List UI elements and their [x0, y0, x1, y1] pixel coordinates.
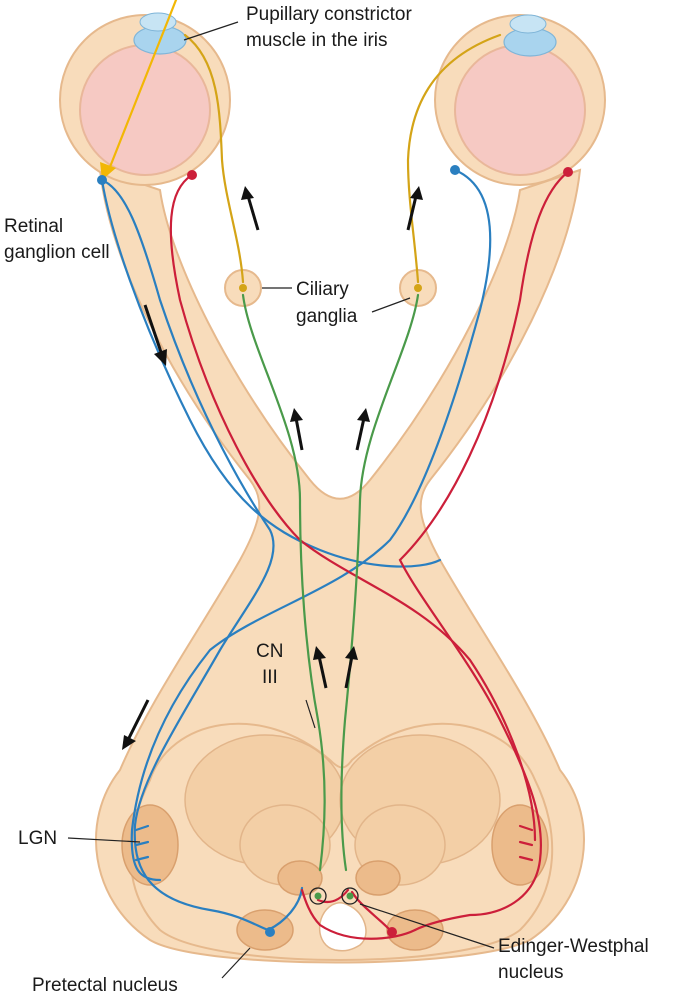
- left-eye-globe: [79, 44, 211, 176]
- ew-soma-right: [346, 892, 354, 900]
- lgn-left: [121, 804, 179, 886]
- right-eye-globe: [454, 44, 586, 176]
- edinger-westphal-nucleus-left: [277, 860, 323, 896]
- label-ciliary-line1: Ciliary: [296, 279, 349, 300]
- left-eye: [59, 12, 231, 186]
- arrow-left-down: [143, 304, 167, 366]
- label-ciliary-line2: ganglia: [296, 306, 358, 327]
- pretectal-nucleus-left: [236, 909, 294, 951]
- pretectal-cell-left: [265, 927, 275, 937]
- label-retinal-line2: ganglion cell: [4, 242, 110, 263]
- arrow-right-up-cn3-lower: [344, 646, 358, 689]
- aqueduct: [318, 902, 367, 952]
- label-edinger-line2: nucleus: [498, 962, 564, 983]
- retinal-ganglion-cell-right: [450, 165, 460, 175]
- postganglionic-fibers: [183, 33, 502, 284]
- ciliary-cell-right: [414, 284, 422, 292]
- retinal-cell-red-left: [187, 170, 197, 180]
- direction-arrows: [122, 186, 423, 750]
- arrow-left-down-lower: [122, 699, 150, 750]
- arrow-left-up-cn3-lower: [313, 646, 328, 689]
- label-lgn: LGN: [18, 828, 57, 849]
- arrow-left-up-cn3-upper: [290, 408, 304, 451]
- label-edinger-line1: Edinger-Westphal: [498, 936, 649, 957]
- lgn-right: [491, 804, 549, 886]
- label-pupillary-line1: Pupillary constrictor: [246, 4, 412, 25]
- right-cornea: [509, 14, 547, 34]
- lgn-terminals: [134, 824, 534, 862]
- retinal-ganglion-cell-left: [97, 175, 107, 185]
- edinger-westphal-nucleus-right: [355, 860, 401, 896]
- label-retinal-line1: Retinal: [4, 216, 63, 237]
- right-eye: [434, 14, 606, 186]
- arrow-right-up-postganglionic: [406, 186, 423, 231]
- retinal-fibers-blue: [100, 168, 492, 932]
- cn-iii-fibers: [241, 293, 420, 872]
- ew-cell-right: [341, 887, 359, 905]
- left-cornea: [139, 12, 177, 32]
- label-pupillary-line2: muscle in the iris: [246, 30, 388, 51]
- ew-cell-left: [309, 887, 327, 905]
- label-cn-line2: III: [262, 667, 278, 688]
- ciliary-cell-left: [239, 284, 247, 292]
- pretectal-cell-right: [387, 927, 397, 937]
- labels: Pupillary constrictor muscle in the iris…: [4, 4, 649, 996]
- arrow-left-up-postganglionic: [241, 186, 260, 231]
- ew-soma-left: [314, 892, 322, 900]
- leader-lines: [67, 21, 495, 979]
- label-cn-line1: CN: [256, 641, 283, 662]
- retinal-cell-red-right: [563, 167, 573, 177]
- arrow-right-up-cn3-upper: [355, 408, 370, 451]
- label-pretectal: Pretectal nucleus: [32, 975, 178, 996]
